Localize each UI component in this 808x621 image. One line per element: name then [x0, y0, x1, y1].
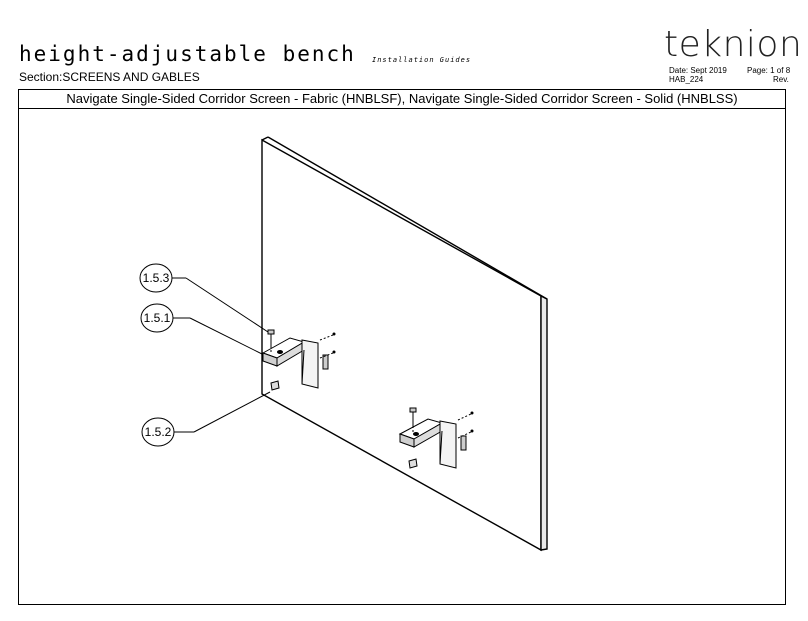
- document-subtitle: Installation Guides: [372, 56, 472, 64]
- callout-label: 1.5.1: [144, 311, 171, 325]
- section-label: Section:: [19, 70, 63, 84]
- section-value: SCREENS AND GABLES: [62, 70, 200, 84]
- document-id: HAB_224: [669, 75, 704, 84]
- screw-right: [409, 407, 417, 432]
- callout-1-5-2: 1.5.2: [141, 417, 175, 447]
- callout-1-5-3: 1.5.3: [139, 263, 173, 293]
- callout-label: 1.5.3: [143, 271, 170, 285]
- teknion-logo: teknion: [664, 24, 803, 65]
- page-number: Page: 1 of 8: [747, 66, 791, 75]
- callout-1-5-1: 1.5.1: [140, 303, 174, 333]
- leader-lines: [171, 277, 271, 433]
- callout-label: 1.5.2: [145, 425, 172, 439]
- revision-label: Rev.: [773, 75, 789, 84]
- date-text: Date: Sept 2019: [669, 66, 727, 75]
- screen-panel: [261, 136, 548, 552]
- document-title: height-adjustable bench: [19, 42, 356, 66]
- section-line: Section:SCREENS AND GABLES: [19, 70, 200, 84]
- bracket-right: [398, 411, 474, 469]
- nut-left: [270, 380, 280, 391]
- bracket-left: [261, 332, 336, 389]
- drawing-frame: [18, 108, 786, 605]
- nut-right: [408, 458, 418, 469]
